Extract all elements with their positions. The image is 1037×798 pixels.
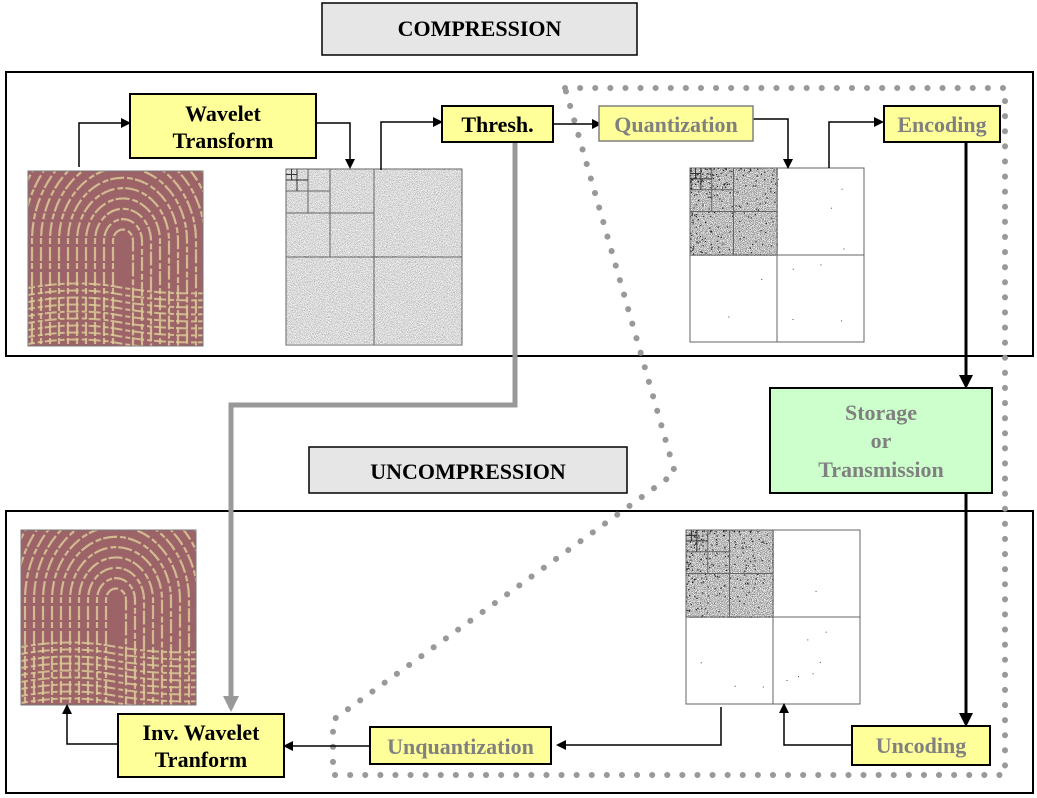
compression-title-box: COMPRESSION	[321, 2, 638, 56]
unquantization-block[interactable]: Unquantization	[369, 726, 552, 765]
storage-label-3: Transmission	[818, 457, 944, 482]
inverse-wavelet-transform-block[interactable]: Inv. Wavelet Tranform	[117, 713, 285, 778]
encoding-block[interactable]: Encoding	[883, 105, 1001, 143]
wavelet-transform-block[interactable]: Wavelet Transform	[129, 93, 317, 159]
compression-panel	[5, 71, 1034, 357]
quantization-block[interactable]: Quantization	[598, 105, 754, 142]
subband-grid-lines	[685, 529, 861, 705]
quantization-label: Quantization	[614, 112, 737, 137]
arrow-quantization-to-image	[753, 118, 793, 169]
arrow-wavelet-to-coefficients	[316, 122, 355, 169]
unquantization-label: Unquantization	[387, 734, 534, 759]
lossy-region-dotted-outline	[330, 85, 1008, 778]
arrow-uncoding-to-image	[779, 703, 852, 746]
arrow-image-to-encoding	[828, 117, 884, 168]
uncompression-title: UNCOMPRESSION	[370, 459, 566, 484]
arrow-image-to-unquantization	[556, 707, 722, 750]
storage-label-1: Storage	[845, 400, 917, 425]
original-fingerprint-image	[28, 171, 203, 346]
uncoding-block[interactable]: Uncoding	[851, 725, 991, 766]
compression-title: COMPRESSION	[398, 16, 562, 41]
bypass-arrow-thresh-to-inverse	[223, 142, 518, 712]
thresh-label: Thresh.	[461, 112, 533, 137]
storage-transmission-block[interactable]: Storage or Transmission	[769, 387, 993, 494]
subband-grid-lines	[689, 167, 865, 343]
wavelet-transform-label-2: Transform	[172, 128, 273, 153]
uncoding-label: Uncoding	[876, 733, 966, 758]
wavelet-transform-label-1: Wavelet	[185, 101, 261, 126]
received-coefficients-image	[685, 529, 861, 706]
arrow-inverse-to-image	[62, 704, 118, 745]
uncompression-title-box: UNCOMPRESSION	[308, 446, 628, 494]
arrow-coefficients-to-thresh	[380, 117, 443, 170]
subband-grid-lines	[285, 168, 463, 346]
storage-label-2: or	[871, 428, 892, 453]
reconstructed-fingerprint-image	[21, 530, 196, 705]
inverse-wavelet-label-1: Inv. Wavelet	[143, 720, 261, 745]
quantized-coefficients-image	[689, 167, 865, 344]
encoding-label: Encoding	[897, 112, 986, 137]
inverse-wavelet-label-2: Tranform	[155, 747, 247, 772]
arrow-image-to-wavelet	[78, 118, 131, 167]
wavelet-coefficients-image	[285, 168, 463, 346]
thresh-block[interactable]: Thresh.	[441, 105, 554, 143]
uncompression-panel	[5, 510, 1034, 794]
